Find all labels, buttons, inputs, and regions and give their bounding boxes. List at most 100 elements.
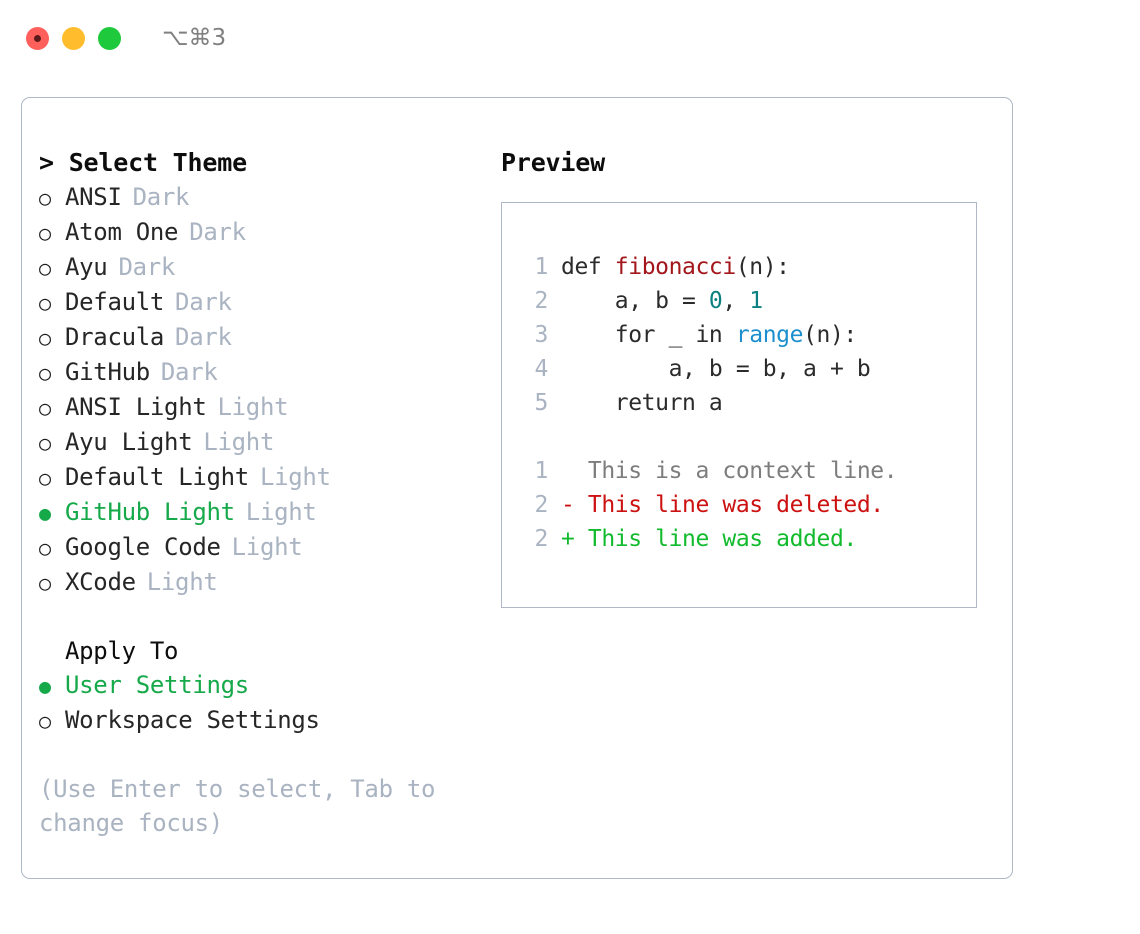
radio-unselected-icon: ○ [39,221,51,245]
theme-option-label: Default [65,288,165,316]
close-button[interactable] [26,26,49,50]
code-line-content: return a [561,386,723,420]
theme-option-label: Dracula [65,323,165,351]
theme-option-kind: Dark [175,288,232,316]
theme-option-dracula[interactable]: ○ Dracula Dark [39,320,489,355]
apply-to-option-user-settings[interactable]: ● User Settings [39,668,489,703]
theme-option-kind: Light [146,568,218,596]
radio-selected-icon: ● [39,501,51,525]
radio-unselected-icon: ○ [39,326,51,350]
theme-option-label: Ayu Light [65,428,193,456]
radio-unselected-icon: ○ [39,291,51,315]
radio-unselected-icon: ○ [39,709,51,733]
theme-option-label: XCode [65,568,136,596]
window-controls [26,26,121,50]
theme-option-kind: Light [203,428,275,456]
theme-option-ansi-light[interactable]: ○ ANSI Light Light [39,390,489,425]
select-theme-header: > Select Theme [39,148,247,177]
theme-option-label: GitHub [65,358,150,386]
theme-option-kind: Dark [160,358,218,386]
theme-option-github[interactable]: ○ GitHub Dark [39,355,489,390]
apply-to-option-label: Workspace Settings [65,706,320,734]
title-bar: ⌥⌘3 [0,0,1140,76]
radio-unselected-icon: ○ [39,536,51,560]
theme-option-label: Ayu [65,253,108,281]
line-number: 2 [534,492,549,518]
theme-option-default-light[interactable]: ○ Default Light Light [39,460,489,495]
radio-unselected-icon: ○ [39,186,51,210]
code-line: 3 for _ in range(n): [522,318,897,352]
minimize-button[interactable] [62,26,85,50]
theme-option-kind: Light [231,533,303,561]
theme-option-kind: Dark [175,323,232,351]
theme-option-label: Google Code [65,533,221,561]
theme-option-kind: Light [217,393,289,421]
theme-option-label: ANSI Light [65,393,207,421]
theme-option-google-code[interactable]: ○ Google Code Light [39,530,489,565]
code-line: 2 a, b = 0, 1 [522,284,897,318]
preview-header: Preview [501,148,605,177]
theme-option-github-light[interactable]: ● GitHub Light Light [39,495,489,530]
line-number: 3 [534,322,549,348]
keyboard-hint: (Use Enter to select, Tab to change focu… [39,775,436,837]
code-diff-separator [522,420,897,454]
theme-option-ayu[interactable]: ○ Ayu Dark [39,250,489,285]
line-number: 4 [534,356,549,382]
theme-option-default[interactable]: ○ Default Dark [39,285,489,320]
line-number: 2 [534,526,549,552]
apply-to-option-label: User Settings [65,671,249,699]
radio-selected-icon: ● [39,674,51,698]
theme-option-label: ANSI [65,183,122,211]
line-number: 2 [534,288,549,314]
apply-to-header: Apply To [65,637,179,665]
theme-option-xcode[interactable]: ○ XCode Light [39,565,489,600]
shortcut-label: ⌥⌘3 [162,24,227,51]
line-number: 1 [534,458,549,484]
radio-unselected-icon: ○ [39,571,51,595]
code-token: , [722,288,750,314]
radio-unselected-icon: ○ [39,256,51,280]
code-token: (n): [735,254,790,280]
radio-unselected-icon: ○ [39,431,51,455]
radio-unselected-icon: ○ [39,361,51,385]
apply-to-list: ● User Settings ○ Workspace Settings [39,668,489,738]
radio-unselected-icon: ○ [39,466,51,490]
section-spacer [39,600,489,634]
theme-option-kind: Light [245,498,317,526]
theme-option-ayu-light[interactable]: ○ Ayu Light Light [39,425,489,460]
code-token: for _ in [561,322,736,348]
code-token: range [735,322,804,348]
apply-to-option-workspace-settings[interactable]: ○ Workspace Settings [39,703,489,738]
code-token: a, b = [561,288,709,314]
code-token: return a [561,390,723,416]
diff-line-content: + This line was added. [561,526,857,552]
theme-option-label: Atom One [65,218,179,246]
code-token: def [561,254,615,280]
theme-option-label: Default Light [65,463,249,491]
diff-line-delete: 2 - This line was deleted. [522,488,897,522]
maximize-button[interactable] [98,26,121,50]
code-line-content: for _ in range(n): [561,318,857,352]
diff-line-content: - This line was deleted. [561,492,884,518]
code-token: (n): [803,322,857,348]
diff-line-context: 1 This is a context line. [522,454,898,488]
code-line: 5 return a [522,386,897,420]
theme-option-kind: Dark [118,253,176,281]
theme-option-kind: Light [259,463,331,491]
code-token: fibonacci [614,254,736,280]
theme-option-atom-one[interactable]: ○ Atom One Dark [39,215,489,250]
diff-line-content: This is a context line. [561,458,898,484]
theme-option-label: GitHub Light [65,498,235,526]
theme-option-kind: Dark [189,218,246,246]
diff-line-add: 2 + This line was added. [522,522,897,556]
radio-unselected-icon: ○ [39,396,51,420]
